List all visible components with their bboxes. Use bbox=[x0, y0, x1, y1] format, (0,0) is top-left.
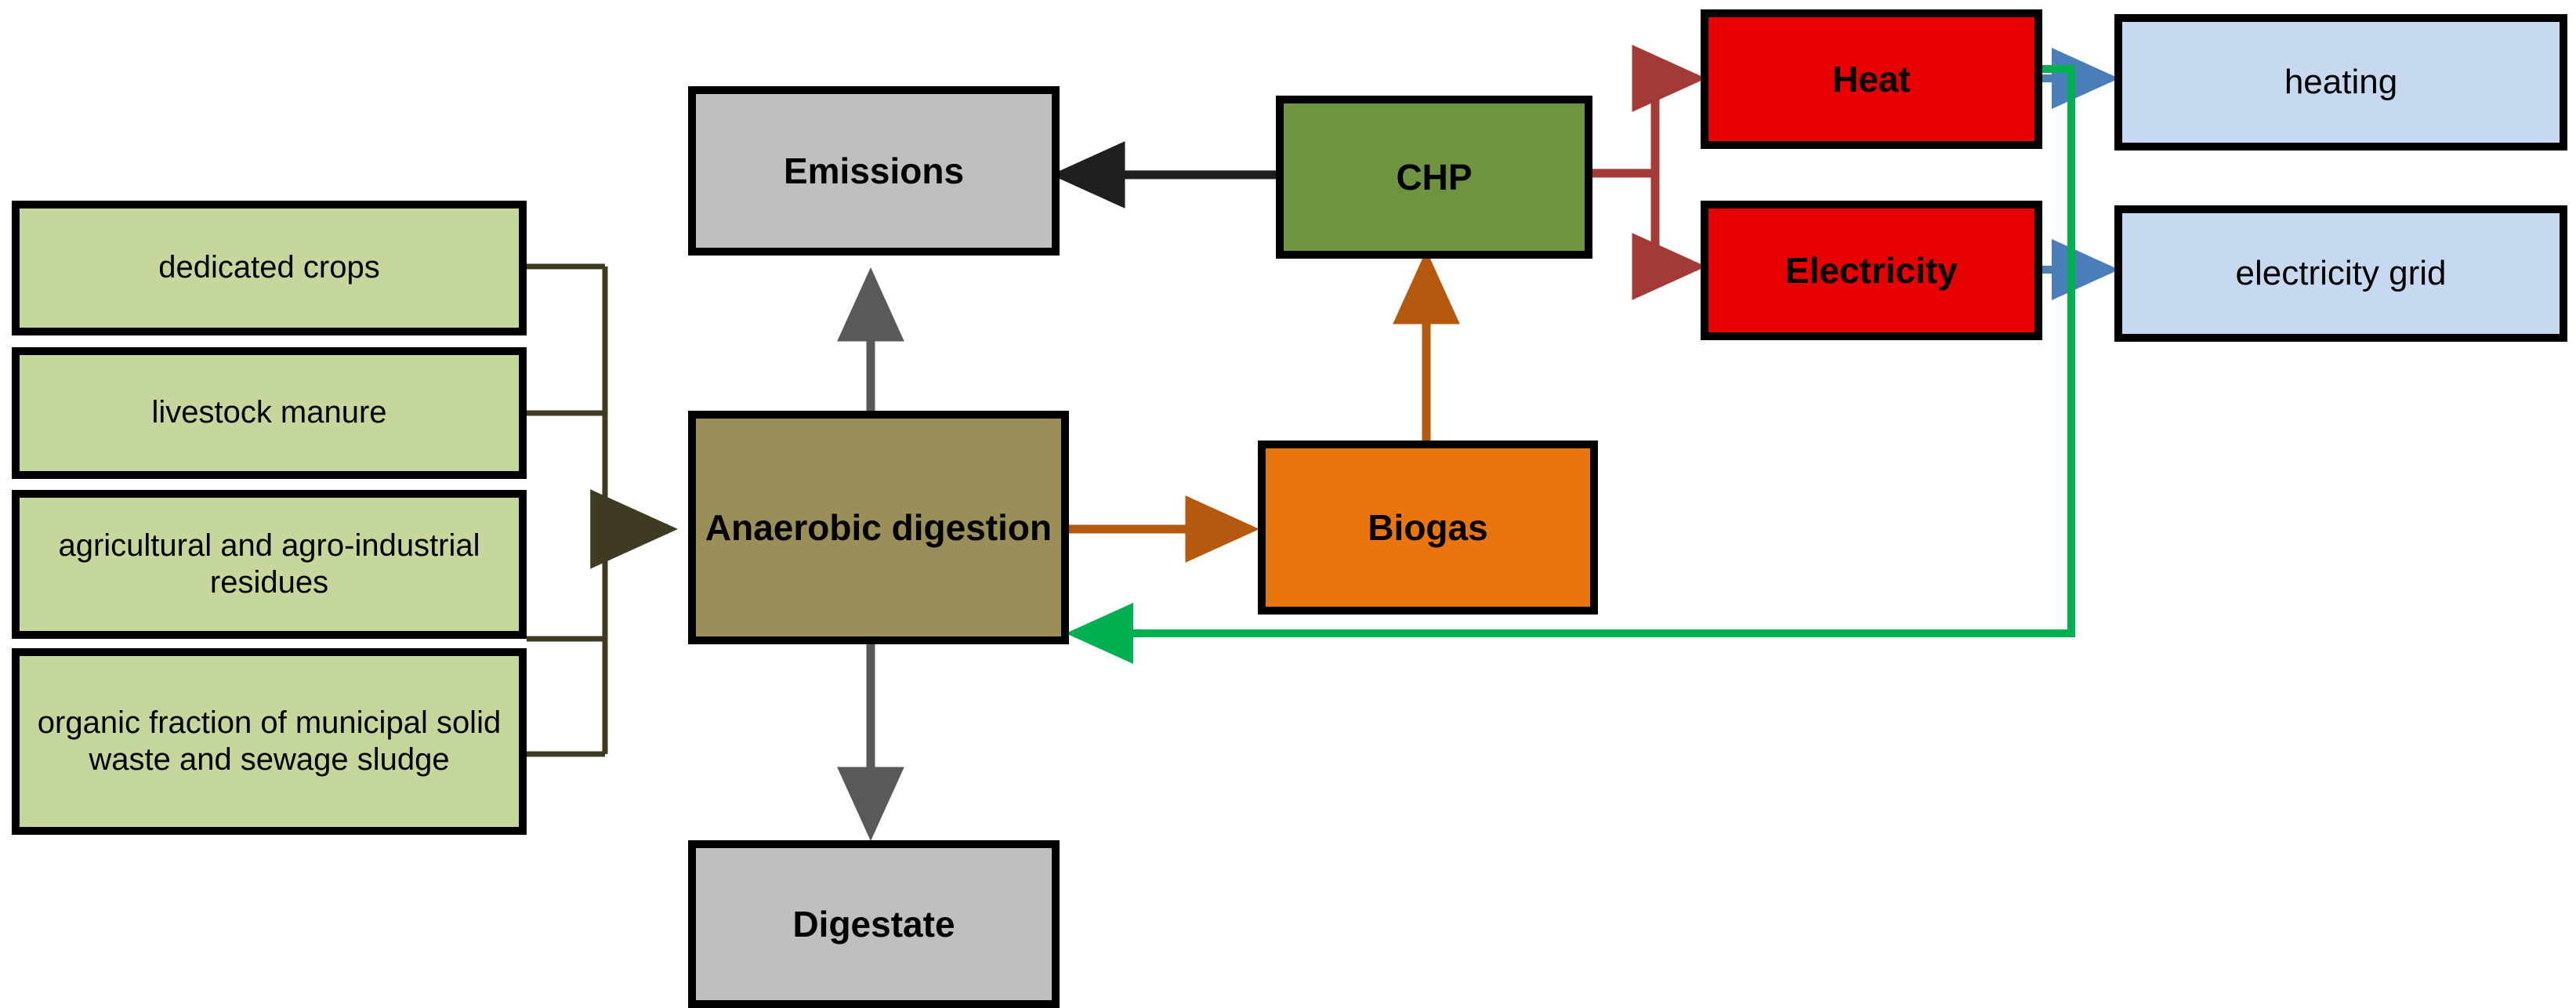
node-label: Digestate bbox=[792, 903, 955, 945]
node-electricity-grid[interactable]: electricity grid bbox=[2114, 205, 2567, 342]
node-anaerobic-digestion[interactable]: Anaerobic digestion bbox=[688, 411, 1069, 644]
edge-heat-recovery-to-digester bbox=[1065, 65, 2075, 664]
node-emissions[interactable]: Emissions bbox=[688, 86, 1060, 256]
node-label: dedicated crops bbox=[158, 250, 380, 285]
node-heating[interactable]: heating bbox=[2114, 14, 2567, 150]
node-biogas[interactable]: Biogas bbox=[1258, 441, 1598, 615]
node-label: electricity grid bbox=[2235, 254, 2447, 293]
node-label: agricultural and agro-industrial residue… bbox=[58, 528, 480, 600]
node-agro-residues[interactable]: agricultural and agro-industrial residue… bbox=[12, 490, 527, 639]
node-label: livestock manure bbox=[151, 395, 387, 430]
node-livestock-manure[interactable]: livestock manure bbox=[12, 347, 527, 479]
node-label: heating bbox=[2284, 63, 2398, 102]
node-dedicated-crops[interactable]: dedicated crops bbox=[12, 201, 527, 335]
node-label: Biogas bbox=[1368, 506, 1488, 548]
node-osw-sludge[interactable]: organic fraction of municipal solid wast… bbox=[12, 648, 527, 835]
edge-chp-to-heat-electricity bbox=[1592, 45, 1707, 300]
node-label: Anaerobic digestion bbox=[705, 506, 1053, 548]
node-electricity[interactable]: Electricity bbox=[1701, 201, 2042, 340]
node-heat[interactable]: Heat bbox=[1701, 9, 2042, 149]
node-digestate[interactable]: Digestate bbox=[688, 840, 1060, 1008]
node-label: Heat bbox=[1832, 58, 1911, 100]
node-label: CHP bbox=[1396, 156, 1473, 198]
node-label: Emissions bbox=[783, 150, 965, 191]
node-label: organic fraction of municipal solid wast… bbox=[37, 705, 502, 777]
node-chp[interactable]: CHP bbox=[1276, 96, 1592, 259]
node-label: Electricity bbox=[1785, 249, 1958, 291]
edge-feedstocks-to-digester bbox=[527, 263, 679, 757]
